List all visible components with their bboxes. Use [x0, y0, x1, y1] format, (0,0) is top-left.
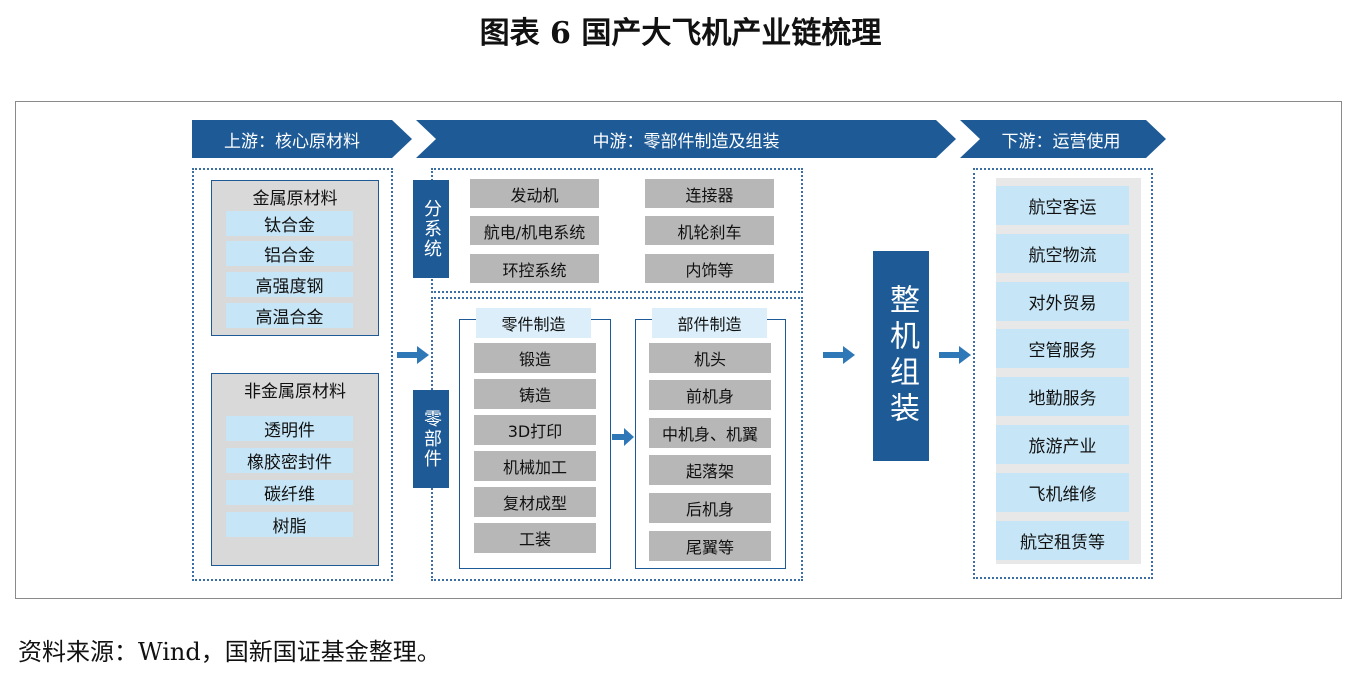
- upstream-panel: [192, 168, 393, 581]
- component-item: 铸造: [474, 379, 596, 409]
- midstream-banner-shape: [416, 120, 956, 158]
- assembly-item: 尾翼等: [649, 531, 771, 561]
- diagram-frame: [15, 101, 1342, 599]
- metal-materials-title: 金属原材料: [252, 188, 338, 209]
- downstream-item: 对外贸易: [996, 282, 1129, 321]
- nonmetal-item: 橡胶密封件: [226, 448, 353, 473]
- subsystem-item: 机轮刹车: [645, 216, 774, 245]
- assembly-item: 后机身: [649, 493, 771, 523]
- downstream-item: 航空客运: [996, 186, 1129, 225]
- figure-title: 图表 6 国产大飞机产业链梳理: [479, 16, 882, 51]
- subsystem-item: 发动机: [470, 179, 599, 208]
- downstream-item: 航空租赁等: [996, 521, 1129, 560]
- subsystem-item: 环控系统: [470, 254, 599, 283]
- downstream-item: 飞机维修: [996, 473, 1129, 512]
- downstream-item: 空管服务: [996, 329, 1129, 368]
- subsystem-item: 内饰等: [645, 254, 774, 283]
- downstream-banner-shape: [960, 120, 1166, 158]
- metal-item: 钛合金: [226, 211, 353, 236]
- assembly-item: 机头: [649, 343, 771, 373]
- upstream-banner: 上游：核心原材料: [224, 131, 360, 152]
- component-item: 工装: [474, 523, 596, 553]
- nonmetal-item: 树脂: [226, 512, 353, 537]
- nonmetal-materials-title: 非金属原材料: [244, 381, 346, 402]
- parts-label: 零部件: [413, 390, 449, 488]
- downstream-item: 旅游产业: [996, 425, 1129, 464]
- downstream-panel: [973, 168, 1153, 579]
- metal-item: 高强度钢: [226, 272, 353, 297]
- component-item: 机械加工: [474, 451, 596, 481]
- assembly-item: 起落架: [649, 455, 771, 485]
- arrow-right-icon: [939, 346, 971, 364]
- upstream-banner-shape: [192, 120, 412, 158]
- component-item: 复材成型: [474, 487, 596, 517]
- assembly-item: 前机身: [649, 380, 771, 410]
- component-item: 锻造: [474, 343, 596, 373]
- source-note: 资料来源：Wind，国新国证基金整理。: [18, 638, 441, 666]
- downstream-item: 航空物流: [996, 234, 1129, 273]
- nonmetal-item: 碳纤维: [226, 480, 353, 505]
- component-item: 3D打印: [474, 415, 596, 445]
- midstream-banner: 中游：零部件制造及组装: [592, 131, 780, 152]
- arrow-right-icon: [823, 346, 855, 364]
- metal-item: 高温合金: [226, 303, 353, 328]
- final-assembly: 整机组装: [873, 251, 929, 461]
- metal-item: 铝合金: [226, 241, 353, 266]
- assembly-item: 中机身、机翼: [649, 418, 771, 448]
- assemblies-title: 部件制造: [652, 308, 767, 338]
- subsystem-label: 分系统: [413, 180, 449, 278]
- downstream-item: 地勤服务: [996, 377, 1129, 416]
- arrow-right-icon: [397, 346, 429, 364]
- subsystem-item: 航电/机电系统: [470, 216, 599, 245]
- components-title: 零件制造: [476, 308, 591, 338]
- nonmetal-item: 透明件: [226, 416, 353, 441]
- subsystem-item: 连接器: [645, 179, 774, 208]
- downstream-banner: 下游：运营使用: [1001, 131, 1121, 152]
- arrow-right-icon: [612, 428, 634, 446]
